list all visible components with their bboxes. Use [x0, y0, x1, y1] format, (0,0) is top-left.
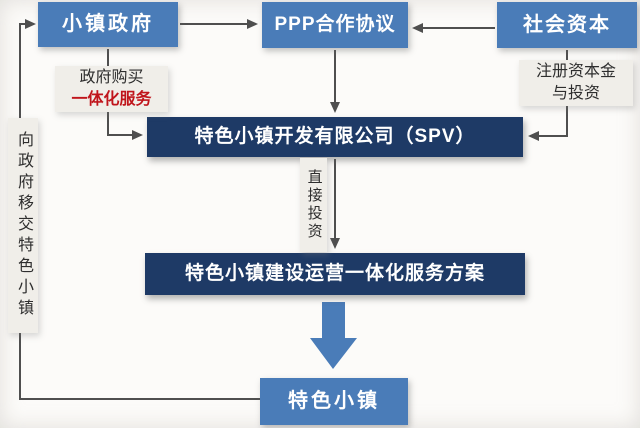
handover-label: 向政府移交特色小镇 [15, 131, 32, 320]
reg-capital-line1: 注册资本金 [535, 63, 616, 81]
direct-investment-label: 直接投资 [305, 169, 323, 241]
node-town-government-label: 小镇政府 [62, 13, 154, 35]
edge-label-gov-purchase: 政府购买 一体化服务 [55, 66, 168, 112]
node-spv-company-label: 特色小镇开发有限公司（SPV） [194, 126, 476, 148]
node-ppp-agreement: PPP合作协议 [262, 2, 408, 48]
node-spv-company: 特色小镇开发有限公司（SPV） [147, 117, 523, 157]
node-ppp-agreement-label: PPP合作协议 [274, 14, 396, 36]
reg-capital-line2: 与投资 [551, 85, 600, 102]
node-social-capital-label: 社会资本 [523, 13, 611, 36]
node-service-plan: 特色小镇建设运营一体化服务方案 [145, 253, 525, 295]
gov-purchase-line1: 政府购买 [79, 69, 144, 87]
edge-label-handover: 向政府移交特色小镇 [8, 118, 38, 333]
node-town-government: 小镇政府 [38, 2, 178, 47]
edge-label-registered-capital: 注册资本金 与投资 [519, 60, 633, 106]
gov-purchase-line2: 一体化服务 [71, 91, 152, 108]
edge-label-direct-investment: 直接投资 [300, 158, 327, 252]
node-featured-town: 特色小镇 [260, 378, 408, 425]
big-arrow-down [310, 302, 357, 369]
node-featured-town-label: 特色小镇 [288, 390, 380, 412]
node-service-plan-label: 特色小镇建设运营一体化服务方案 [184, 263, 485, 285]
node-social-capital: 社会资本 [497, 2, 637, 48]
